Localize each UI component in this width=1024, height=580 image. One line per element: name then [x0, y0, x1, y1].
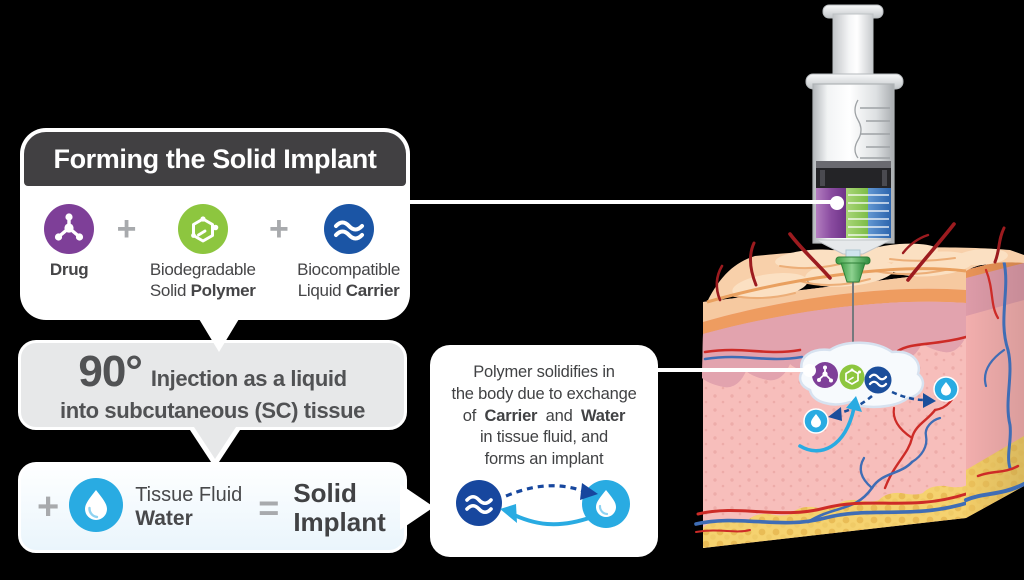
plus-sign: +	[269, 210, 289, 248]
card-polymer-solidifies: Polymer solidifies in the body due to ex…	[430, 345, 658, 557]
injection-illustration	[694, 4, 1024, 548]
exchange-text: in tissue fluid, and	[479, 428, 609, 447]
water-drop-icon	[803, 408, 829, 434]
waves-icon	[323, 204, 374, 254]
ingredient-label: Drug	[49, 260, 89, 279]
plus-sign: +	[116, 210, 137, 248]
ingredient-row: Drug + Biodegradable Solid	[20, 190, 410, 301]
molecule-icon	[812, 362, 838, 388]
hexagon-polymer-icon	[839, 364, 865, 390]
exchange-text: the body due to exchange	[451, 384, 637, 403]
injection-text-line2: into subcutaneous (SC) tissue	[60, 397, 365, 423]
solid-implant-result: Solid Implant	[293, 478, 386, 537]
skin-cross-section-block	[694, 243, 1024, 548]
molecule-icon	[44, 204, 95, 254]
exchange-text: Polymer solidifies in	[473, 363, 615, 381]
card-forming-solid-implant: Forming the Solid Implant	[20, 128, 410, 320]
exchange-text: forms an implant	[484, 450, 604, 469]
syringe	[805, 4, 904, 283]
hairs	[715, 222, 1006, 302]
connector-endpoint-dot	[803, 364, 816, 377]
card-90-degree-injection: 90° Injection as a liquid into subcutane…	[18, 340, 407, 430]
tissue-exchange	[798, 376, 959, 453]
ingredient-polymer: Biodegradable Solid Polymer	[139, 204, 267, 301]
ingredient-label: Biocompatible Liquid Carrier	[297, 260, 401, 300]
card-title: Forming the Solid Implant	[24, 132, 406, 186]
card-tissue-fluid-water: + Tissue Fluid Water = Solid Implant	[18, 462, 407, 553]
plus-sign: +	[37, 486, 60, 528]
dashed-arrow	[891, 390, 925, 402]
ingredient-drug: Drug	[24, 204, 114, 281]
connector-card4-to-depot	[655, 368, 813, 372]
dashed-exchange-arrow	[505, 483, 587, 498]
implant-depot	[798, 341, 925, 409]
card3-pointer-right	[400, 484, 434, 530]
injection-text-line1: Injection as a liquid	[150, 365, 347, 391]
needle-hub	[835, 256, 871, 283]
water-label: Tissue Fluid Water	[135, 483, 243, 530]
block-side-face	[964, 255, 1024, 518]
solid-arrow	[798, 406, 856, 453]
equals-sign: =	[258, 486, 280, 528]
waves-icon	[864, 366, 892, 394]
carrier-water-exchange-icons	[430, 476, 658, 539]
hexagon-polymer-icon	[177, 204, 228, 254]
connector-card1-to-syringe	[407, 200, 839, 204]
water-drop-icon	[933, 376, 959, 402]
waves-icon	[456, 479, 502, 526]
blood-vessels	[694, 335, 972, 533]
exchange-text: of Carrier and Water	[462, 406, 626, 425]
degree-value: 90°	[78, 346, 143, 396]
drug-polymer-carrier-liquid	[816, 188, 891, 238]
solid-exchange-arrow	[509, 511, 593, 527]
ingredient-carrier: Biocompatible Liquid Carrier	[291, 204, 406, 301]
ingredient-label: Biodegradable Solid Polymer	[149, 260, 256, 300]
water-drop-icon	[69, 478, 124, 537]
connector-endpoint-dot	[830, 196, 844, 210]
plunger-stopper	[816, 161, 891, 170]
